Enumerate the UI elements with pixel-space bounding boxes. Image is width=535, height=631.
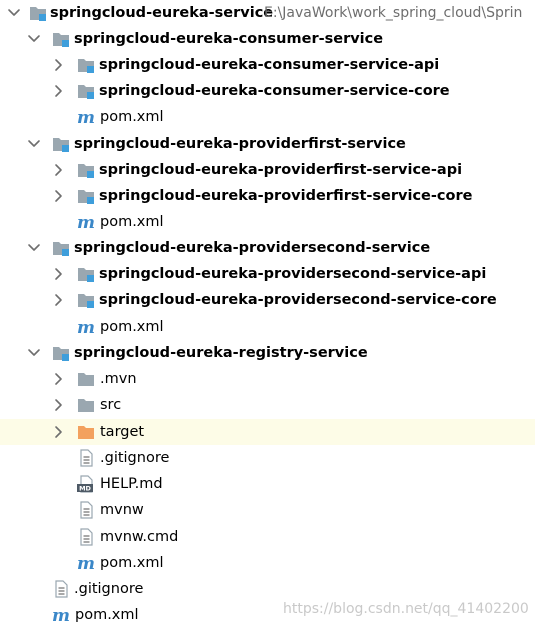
svg-text:MD: MD — [79, 485, 91, 493]
folder-icon — [76, 395, 96, 415]
providersecond-pom-label: pom.xml — [100, 319, 164, 335]
providerfirst-service-api-label: springcloud-eureka-providerfirst-service… — [99, 162, 463, 178]
providersecond-service-api-label: springcloud-eureka-providersecond-servic… — [99, 266, 487, 282]
chevron-right-icon[interactable] — [49, 395, 67, 415]
root-module-path: E:\JavaWork\work_spring_cloud\Sprin — [264, 5, 523, 21]
svg-text:m: m — [77, 213, 95, 232]
help-md-label: HELP.md — [100, 476, 163, 492]
svg-text:m: m — [77, 318, 95, 337]
providerfirst-service-label: springcloud-eureka-providerfirst-service — [74, 136, 406, 152]
src-folder-label: src — [100, 397, 122, 413]
module-folder-icon — [51, 343, 71, 363]
tree-node-registry-pom[interactable]: m pom.xml — [0, 550, 535, 576]
folder-icon — [76, 369, 96, 389]
tree-node-root-gitignore[interactable]: .gitignore — [0, 576, 535, 602]
svg-text:m: m — [77, 108, 95, 127]
chevron-right-icon[interactable] — [49, 369, 67, 389]
module-folder-icon — [51, 29, 71, 49]
module-folder-icon — [51, 134, 71, 154]
chevron-right-icon[interactable] — [49, 81, 67, 101]
tree-node-providersecond-pom[interactable]: m pom.xml — [0, 314, 535, 340]
mvn-folder-label: .mvn — [100, 371, 137, 387]
chevron-right-icon[interactable] — [49, 264, 67, 284]
consumer-service-api-label: springcloud-eureka-consumer-service-api — [99, 57, 440, 73]
tree-node-consumer-pom[interactable]: m pom.xml — [0, 104, 535, 130]
module-folder-icon — [76, 264, 96, 284]
chevron-down-icon[interactable] — [25, 29, 43, 49]
tree-node-consumer-service-api[interactable]: springcloud-eureka-consumer-service-api — [0, 52, 535, 78]
mvnw-label: mvnw — [100, 502, 144, 518]
module-folder-icon — [76, 186, 96, 206]
providerfirst-service-core-label: springcloud-eureka-providerfirst-service… — [99, 188, 473, 204]
text-file-icon — [76, 448, 96, 468]
module-folder-icon — [76, 81, 96, 101]
chevron-down-icon[interactable] — [25, 343, 43, 363]
module-folder-icon — [76, 160, 96, 180]
root-pom-label: pom.xml — [75, 607, 139, 623]
providersecond-service-core-label: springcloud-eureka-providersecond-servic… — [99, 292, 497, 308]
mvnw-cmd-label: mvnw.cmd — [100, 529, 179, 545]
chevron-right-icon[interactable] — [49, 160, 67, 180]
chevron-down-icon[interactable] — [25, 238, 43, 258]
maven-icon: m — [77, 213, 95, 232]
tree-node-providerfirst-service-core[interactable]: springcloud-eureka-providerfirst-service… — [0, 183, 535, 209]
module-folder-icon — [51, 238, 71, 258]
chevron-down-icon[interactable] — [5, 3, 23, 23]
target-folder-label: target — [100, 424, 145, 440]
chevron-right-icon[interactable] — [49, 186, 67, 206]
excluded-folder-icon — [76, 422, 96, 442]
tree-node-consumer-service[interactable]: springcloud-eureka-consumer-service — [0, 26, 535, 52]
tree-node-registry-service[interactable]: springcloud-eureka-registry-service — [0, 340, 535, 366]
maven-icon: m — [52, 606, 70, 625]
tree-node-consumer-service-core[interactable]: springcloud-eureka-consumer-service-core — [0, 78, 535, 104]
root-gitignore-label: .gitignore — [74, 581, 144, 597]
chevron-right-icon[interactable] — [49, 55, 67, 75]
module-folder-icon — [76, 55, 96, 75]
maven-icon: m — [77, 108, 95, 127]
chevron-right-icon[interactable] — [49, 290, 67, 310]
registry-service-label: springcloud-eureka-registry-service — [74, 345, 368, 361]
text-file-icon — [76, 527, 96, 547]
consumer-service-label: springcloud-eureka-consumer-service — [74, 31, 384, 47]
maven-icon: m — [77, 318, 95, 337]
tree-node-mvnw-cmd[interactable]: mvnw.cmd — [0, 524, 535, 550]
tree-node-root[interactable]: springcloud-eureka-service E:\JavaWork\w… — [0, 0, 535, 26]
markdown-file-icon: MD — [77, 475, 93, 493]
tree-node-src-folder[interactable]: src — [0, 392, 535, 418]
tree-node-providerfirst-service[interactable]: springcloud-eureka-providerfirst-service — [0, 131, 535, 157]
text-file-icon — [51, 579, 71, 599]
providersecond-service-label: springcloud-eureka-providersecond-servic… — [74, 240, 431, 256]
registry-pom-label: pom.xml — [100, 555, 164, 571]
providerfirst-pom-label: pom.xml — [100, 214, 164, 230]
maven-icon: m — [77, 554, 95, 573]
watermark-text: https://blog.csdn.net/qq_41402200 — [283, 601, 529, 617]
registry-gitignore-label: .gitignore — [100, 450, 170, 466]
svg-text:m: m — [77, 554, 95, 573]
consumer-service-core-label: springcloud-eureka-consumer-service-core — [99, 83, 450, 99]
consumer-pom-label: pom.xml — [100, 109, 164, 125]
tree-node-providersecond-service-api[interactable]: springcloud-eureka-providersecond-servic… — [0, 261, 535, 287]
tree-node-mvn-folder[interactable]: .mvn — [0, 366, 535, 392]
tree-node-help-md[interactable]: MD HELP.md — [0, 471, 535, 497]
tree-node-providerfirst-pom[interactable]: m pom.xml — [0, 209, 535, 235]
root-module-label: springcloud-eureka-service — [50, 5, 274, 21]
tree-node-providerfirst-service-api[interactable]: springcloud-eureka-providerfirst-service… — [0, 157, 535, 183]
module-folder-icon — [76, 290, 96, 310]
module-folder-icon — [28, 3, 48, 23]
tree-node-providersecond-service[interactable]: springcloud-eureka-providersecond-servic… — [0, 235, 535, 261]
tree-node-providersecond-service-core[interactable]: springcloud-eureka-providersecond-servic… — [0, 287, 535, 313]
tree-node-registry-gitignore[interactable]: .gitignore — [0, 445, 535, 471]
svg-text:m: m — [52, 606, 70, 625]
chevron-down-icon[interactable] — [25, 134, 43, 154]
chevron-right-icon[interactable] — [49, 422, 67, 442]
tree-node-root-pom[interactable]: m pom.xml — [0, 602, 535, 628]
tree-node-target-folder[interactable]: target — [0, 419, 535, 445]
text-file-icon — [76, 500, 96, 520]
tree-node-mvnw[interactable]: mvnw — [0, 497, 535, 523]
